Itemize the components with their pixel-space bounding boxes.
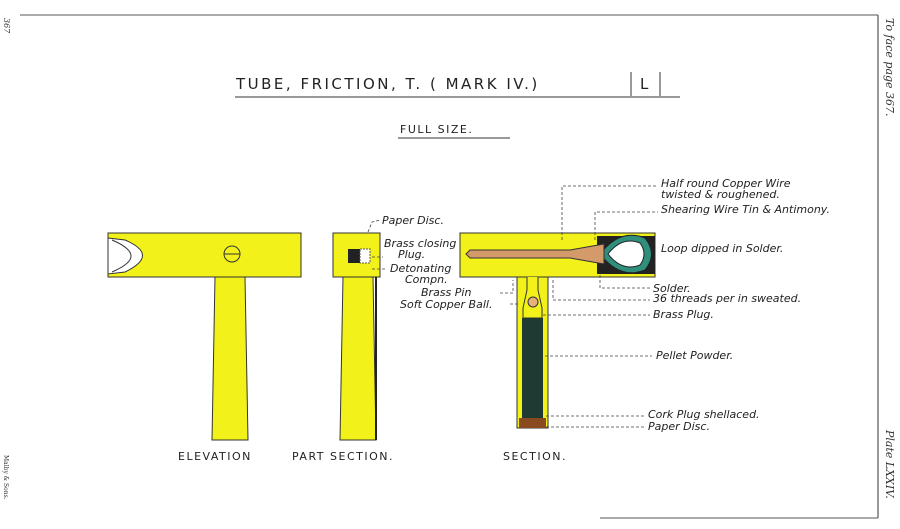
label-threads: 36 threads per in sweated. (653, 292, 801, 305)
part-section-view (332, 232, 381, 441)
mark-letter: L (640, 75, 651, 93)
label-soft-copper-ball: Soft Copper Ball. (400, 298, 492, 311)
label-twisted: twisted & roughened. (661, 188, 780, 201)
copper-wire (465, 243, 605, 265)
label-brass-closing: Brass closing (384, 237, 456, 250)
label-brass-pin: Brass Pin (421, 286, 471, 299)
label-solder: Solder. (653, 282, 691, 295)
page-number: 367 (2, 18, 11, 34)
plate-title: TUBE, FRICTION, T. ( MARK IV.) (235, 75, 540, 93)
elevation-view (107, 232, 302, 441)
label-detonating: Detonating (390, 262, 451, 275)
copper-ball (527, 296, 539, 308)
label-brass-closing-plug: Plug. (398, 248, 425, 261)
label-half-round-wire: Half round Copper Wire (661, 177, 791, 190)
label-cork-plug: Cork Plug shellaced. (648, 408, 760, 421)
label-pellet-powder: Pellet Powder. (656, 349, 733, 362)
label-shearing-wire: Shearing Wire Tin & Antimony. (661, 203, 830, 216)
label-loop: Loop dipped in Solder. (661, 242, 783, 255)
plate-number: Plate LXXIV. (883, 429, 896, 499)
section-caption: SECTION. (503, 450, 567, 463)
elevation-caption: ELEVATION (178, 450, 252, 463)
label-paper-disc-bottom: Paper Disc. (648, 420, 710, 433)
label-brass-plug: Brass Plug. (653, 308, 714, 321)
part-section-caption: PART SECTION. (292, 450, 394, 463)
section-view (459, 232, 656, 429)
pellet-powder (522, 318, 543, 418)
cork-plug (519, 418, 546, 428)
label-paper-disc-top: Paper Disc. (382, 214, 444, 227)
face-page-note: To face page 367. (883, 18, 896, 117)
label-detonating-comp: Compn. (405, 273, 448, 286)
scale-note: FULL SIZE. (400, 123, 473, 136)
printer-name: Malby & Sons. (2, 455, 9, 500)
